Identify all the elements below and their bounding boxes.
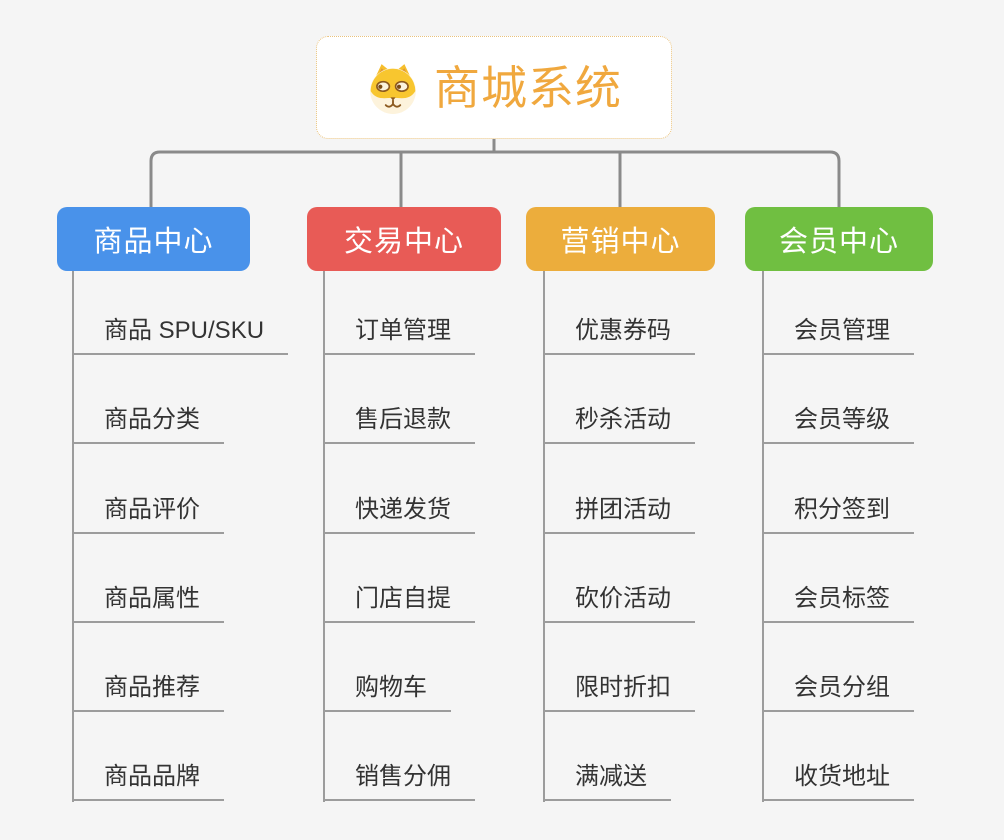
leaf-node[interactable]: 商品属性: [72, 585, 224, 623]
leaf-node[interactable]: 商品推荐: [72, 674, 224, 712]
branch-node-marketing-center[interactable]: 营销中心: [526, 207, 715, 271]
root-title: 商城系统: [434, 61, 622, 114]
leaf-node[interactable]: 订单管理: [323, 317, 475, 355]
leaf-node[interactable]: 购物车: [323, 674, 451, 712]
leaf-node[interactable]: 会员管理: [762, 317, 914, 355]
branch-node-product-center[interactable]: 商品中心: [57, 207, 250, 271]
dog-face-icon: [370, 63, 416, 114]
leaf-node[interactable]: 商品 SPU/SKU: [72, 317, 289, 355]
branch-node-trade-center[interactable]: 交易中心: [307, 207, 501, 271]
bus-connector-line: [149, 150, 841, 207]
leaf-node[interactable]: 商品品牌: [72, 763, 224, 801]
leaf-node[interactable]: 秒杀活动: [543, 406, 695, 444]
branch-node-member-center[interactable]: 会员中心: [745, 207, 933, 271]
leaf-node[interactable]: 会员标签: [762, 585, 914, 623]
leaf-node[interactable]: 收货地址: [762, 763, 914, 801]
leaf-node[interactable]: 售后退款: [323, 406, 475, 444]
leaf-node[interactable]: 拼团活动: [543, 496, 695, 534]
leaf-node[interactable]: 优惠券码: [543, 317, 695, 355]
leaf-node[interactable]: 满减送: [543, 763, 671, 801]
root-node[interactable]: 商城系统: [316, 36, 672, 139]
leaf-node[interactable]: 积分签到: [762, 496, 914, 534]
leaf-node[interactable]: 门店自提: [323, 585, 475, 623]
leaf-node[interactable]: 砍价活动: [543, 585, 695, 623]
leaf-node[interactable]: 快递发货: [323, 496, 475, 534]
leaf-node[interactable]: 商品评价: [72, 496, 224, 534]
leaf-node[interactable]: 会员等级: [762, 406, 914, 444]
leaf-node[interactable]: 销售分佣: [323, 763, 475, 801]
leaf-node[interactable]: 商品分类: [72, 406, 224, 444]
leaf-node[interactable]: 会员分组: [762, 674, 914, 712]
leaf-node[interactable]: 限时折扣: [543, 674, 695, 712]
